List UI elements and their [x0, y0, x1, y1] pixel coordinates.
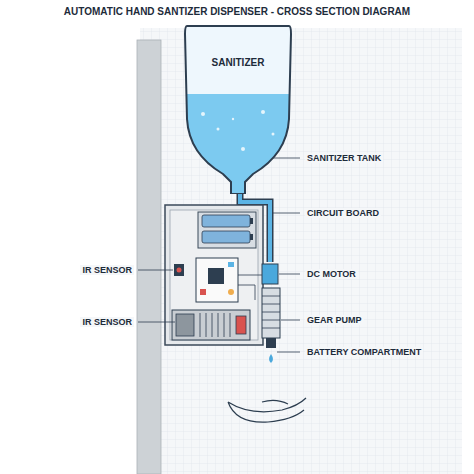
sanitizer-liquid: [187, 94, 290, 194]
wall: [137, 40, 161, 474]
dc-motor: [262, 264, 278, 284]
part-label: SANITIZER TANK: [305, 153, 383, 163]
wire: [238, 275, 262, 300]
bubble: [232, 118, 234, 120]
chip: [208, 268, 224, 284]
part-label: IR SENSOR: [80, 317, 134, 327]
gear-pump: [262, 288, 280, 338]
bubble: [272, 133, 275, 136]
circuit-board: [196, 258, 238, 302]
nozzle: [266, 338, 276, 348]
component: [200, 289, 206, 295]
bubble: [241, 147, 245, 151]
part-label: GEAR PUMP: [305, 315, 364, 325]
bubble: [261, 110, 265, 114]
component: [228, 262, 234, 267]
ir-lens: [177, 268, 182, 273]
part-label: DC MOTOR: [305, 269, 358, 279]
part-label: CIRCUIT BOARD: [305, 208, 381, 218]
title: AUTOMATIC HAND SANTIZER DISPENSER - CROS…: [64, 6, 410, 18]
bubble: [217, 128, 220, 131]
leader-lines: [138, 158, 300, 352]
grid-lines: [140, 28, 462, 474]
component: [228, 289, 234, 295]
battery-holder: [198, 212, 256, 248]
tank-outline: [185, 26, 291, 194]
motor-unit: [172, 310, 250, 340]
battery: [202, 215, 250, 227]
motor-ribs: [200, 313, 230, 337]
tank-shape: [183, 24, 293, 194]
pump-ridges: [262, 296, 280, 328]
hand: [228, 398, 306, 422]
part-label: BATTERY COMPARTMENT: [305, 347, 423, 357]
tank-label: SANITIZER: [212, 57, 265, 68]
bubble: [201, 112, 205, 116]
tank-body: [185, 26, 291, 194]
ir-sensor-housing: [176, 314, 194, 336]
drop: [269, 354, 273, 363]
battery: [202, 231, 250, 243]
part-label: IR SENSOR: [80, 265, 134, 275]
housing: [165, 205, 263, 345]
grid-ground: [140, 28, 462, 474]
gear: [236, 316, 246, 334]
battery-cap: [250, 234, 253, 240]
ir-sensor: [174, 264, 184, 276]
battery-cap: [250, 218, 253, 224]
tank-node: SANITIZER: [183, 24, 293, 194]
